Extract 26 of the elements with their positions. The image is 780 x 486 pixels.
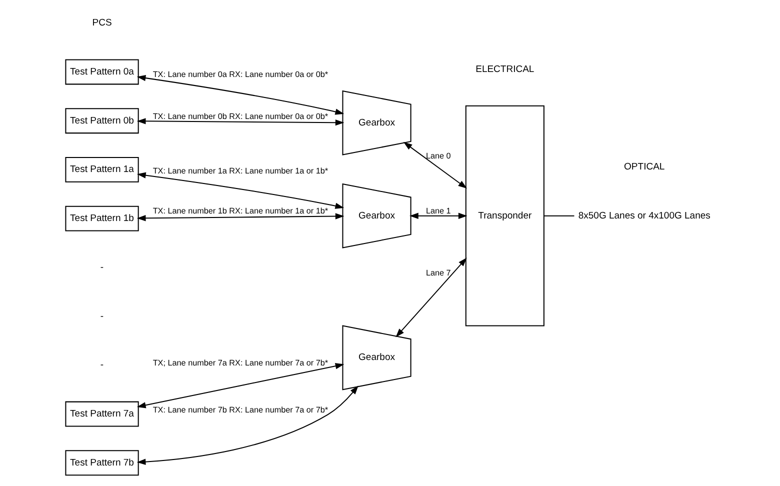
node-box: Transponder: [465, 105, 544, 326]
node-box: Test Pattern 7b: [65, 450, 139, 476]
arrow: [136, 363, 344, 408]
node-box: Test Pattern 0a: [65, 59, 139, 85]
node-text: 8x50G Lanes or 4x100G Lanes: [578, 210, 710, 222]
label: -: [100, 310, 104, 322]
node-box: Gearbox: [342, 325, 412, 390]
arrow: [136, 118, 344, 126]
connector: [544, 215, 574, 216]
label: -: [100, 360, 104, 371]
node-box: Test Pattern 1a: [65, 156, 139, 182]
arrow: [136, 172, 344, 209]
label: ELECTRICAL: [476, 64, 534, 75]
label: PCS: [92, 18, 112, 29]
arrow: [136, 386, 358, 465]
arrow: [136, 213, 344, 222]
arrow: [396, 258, 467, 338]
label: -: [100, 262, 104, 273]
node-box: Test Pattern 1b: [65, 206, 139, 232]
arrow: [403, 142, 468, 189]
node-box: Test Pattern 7a: [65, 401, 139, 427]
arrow: [410, 212, 468, 219]
arrow: [136, 74, 344, 115]
label: OPTICAL: [624, 162, 665, 172]
node-box: Gearbox: [342, 183, 412, 248]
node-box: Test Pattern 0b: [65, 108, 139, 134]
